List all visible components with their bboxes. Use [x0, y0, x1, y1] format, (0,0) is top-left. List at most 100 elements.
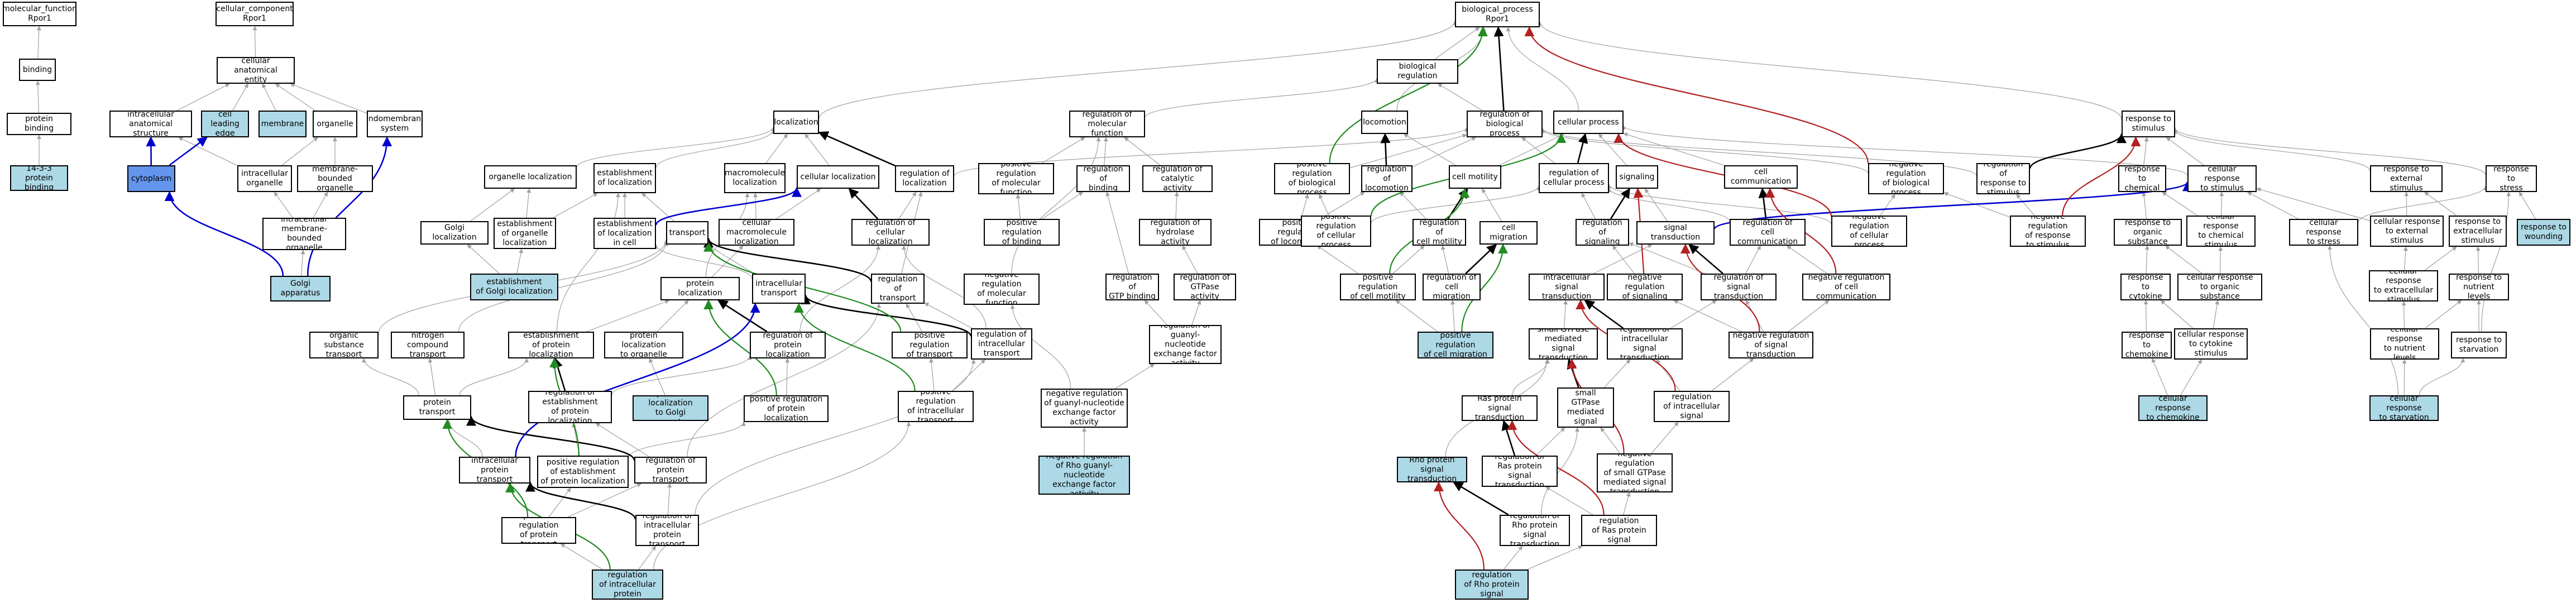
term-node-est-loc[interactable]: establishment of localization [593, 163, 656, 193]
term-node-resp-stim[interactable]: response to stimulus [2122, 111, 2175, 137]
term-node-intra-transport[interactable]: intracellular transport [752, 274, 806, 304]
term-node-prot-loc-org[interactable]: protein localization to organelle [604, 332, 683, 358]
term-node-cell-resp-stress[interactable]: cellular response to stress [2289, 219, 2358, 246]
term-node-neg-reg-intra-sig[interactable]: negative regulation of intracellular sig… [1654, 391, 1730, 422]
term-node-protein-binding[interactable]: protein binding [7, 113, 71, 135]
term-node-reg-intra-transport[interactable]: regulation of intracellular transport [971, 328, 1032, 360]
term-node-macro-loc[interactable]: macromolecule localization [724, 163, 786, 193]
term-node-locomotion[interactable]: locomotion [1361, 111, 1408, 134]
term-node-pos-reg-cell-proc[interactable]: positive regulation of cellular process [1301, 216, 1371, 247]
term-node-reg-sig-trans[interactable]: regulation of signal transduction [1701, 274, 1777, 300]
term-node-reg-hydro[interactable]: regulation of hydrolase activity [1139, 219, 1212, 246]
term-node-signaling[interactable]: signaling [1616, 165, 1658, 189]
term-node-pos-reg-mf[interactable]: positive regulation of molecular functio… [978, 163, 1054, 194]
term-node-reg-cell-migr[interactable]: regulation of cell migration [1423, 274, 1481, 300]
term-node-reg-small-gtpase[interactable]: regulation of small GTPase mediated sign… [1557, 387, 1614, 428]
term-node-neg-reg-mf[interactable]: negative regulation of molecular functio… [964, 274, 1040, 305]
term-node-resp-extra[interactable]: response to extracellular stimulus [2449, 216, 2507, 247]
term-node-cell-resp-starv[interactable]: cellular response to starvation [2369, 395, 2439, 421]
term-node-resp-wound[interactable]: response to wounding [2517, 219, 2570, 246]
term-node-cell-loc[interactable]: cellular localization [797, 165, 879, 189]
term-node-est-prot-loc[interactable]: establishment of protein localization [508, 332, 594, 358]
term-node-cell-motility[interactable]: cell motility [1449, 165, 1501, 189]
term-node-reg-locomotion[interactable]: regulation of locomotion [1361, 165, 1413, 192]
term-node-cell-resp-chem[interactable]: cellular response to chemical stimulus [2186, 216, 2256, 247]
term-node-imbo[interactable]: intracellular membrane-bounded organelle [262, 218, 346, 250]
term-node-cell-comm[interactable]: cell communication [1724, 165, 1798, 189]
term-node-neg-reg-sig-trans[interactable]: negative regulation of signal transducti… [1728, 332, 1813, 358]
term-node-intra-sig-trans[interactable]: intracellular signal transduction [1529, 274, 1605, 300]
term-node-est-golgi-loc[interactable]: establishment of Golgi localization [470, 274, 558, 300]
term-node-reg-cell-motility[interactable]: regulation of cell motility [1413, 219, 1466, 246]
term-node-cc-root[interactable]: cellular_component Rpor1 [216, 2, 294, 26]
term-node-reg-ras-sig[interactable]: regulation of Ras protein signal transdu… [1482, 456, 1558, 487]
term-node-est-org-loc[interactable]: establishment of organelle localization [494, 218, 556, 249]
term-node-membrane[interactable]: membrane [258, 111, 307, 137]
term-node-pos-reg-cell-migr[interactable]: positive regulation of cell migration [1418, 332, 1493, 358]
term-node-golgi-loc[interactable]: Golgi localization [420, 221, 489, 245]
term-node-intra-org[interactable]: intracellular organelle [237, 165, 292, 192]
term-node-reg-mf[interactable]: regulation of molecular function [1069, 111, 1145, 137]
term-node-prot-loc[interactable]: protein localization [660, 277, 740, 300]
term-node-reg-binding[interactable]: regulation of binding [1076, 165, 1130, 192]
term-node-neg-reg-ras-sig[interactable]: negative regulation of Ras protein signa… [1581, 515, 1657, 546]
term-node-cell-resp-extra[interactable]: cellular response to extracellular stimu… [2369, 270, 2438, 302]
term-node-reg-intra-prot-transport[interactable]: regulation of intracellular protein tran… [635, 515, 699, 546]
term-node-org-loc[interactable]: organelle localization [484, 165, 577, 189]
term-node-endomem[interactable]: endomembrane system [367, 111, 423, 137]
term-node-reg-signaling[interactable]: regulation of signaling [1576, 219, 1629, 246]
term-node-cell-resp-stim[interactable]: cellular response to stimulus [2187, 165, 2257, 192]
term-node-mf-root[interactable]: molecular_function Rpor1 [3, 2, 76, 26]
term-node-organelle[interactable]: organelle [313, 111, 357, 137]
term-node-cytoplasm[interactable]: cytoplasm [127, 165, 175, 192]
term-node-binding[interactable]: binding [19, 59, 56, 81]
term-node-reg-prot-loc[interactable]: regulation of protein localization [750, 332, 826, 358]
term-node-pos-reg-intra-prot-transport[interactable]: positive regulation of intracellular pro… [592, 570, 663, 600]
term-node-bp-root[interactable]: biological_process Rpor1 [1455, 2, 1540, 27]
term-node-reg-est-prot-loc[interactable]: regulation of establishment of protein l… [528, 391, 612, 423]
term-node-resp-org-sub[interactable]: response to organic substance [2114, 219, 2182, 246]
term-node-neg-reg-cell-proc[interactable]: negative regulation of cellular process [1831, 216, 1907, 247]
term-node-resp-stress[interactable]: response to stress [2486, 165, 2537, 192]
term-node-reg-transport[interactable]: regulation of transport [871, 274, 925, 304]
term-node-pos-reg-prot-loc[interactable]: positive regulation of protein localizat… [744, 395, 829, 422]
term-node-pos-reg-intra-transport[interactable]: positive regulation of intracellular tra… [898, 391, 974, 422]
term-node-cell-resp-org-sub[interactable]: cellular response to organic substance [2177, 274, 2262, 300]
term-node-neg-reg-gnef[interactable]: negative regulation of guanyl-nucleotide… [1041, 389, 1128, 428]
term-node-neg-reg-rho-gnef[interactable]: negative regulation of Rho guanyl-nucleo… [1038, 456, 1130, 495]
term-node-reg-rho-sig[interactable]: regulation of Rho protein signal transdu… [1500, 515, 1570, 546]
term-node-reg-gnef[interactable]: regulation of guanyl-nucleotide exchange… [1149, 325, 1222, 364]
term-node-reg-resp-stim[interactable]: regulation of response to stimulus [1976, 163, 2030, 194]
term-node-neg-reg-cell-comm[interactable]: negative regulation of cell communicatio… [1802, 274, 1890, 300]
term-node-cell-macro-loc[interactable]: cellular macromolecule localization [719, 219, 794, 246]
term-node-reg-prot-transport[interactable]: regulation of protein transport [634, 457, 707, 484]
term-node-est-loc-cell[interactable]: establishment of localization in cell [593, 218, 656, 249]
term-node-localization[interactable]: localization [773, 111, 819, 134]
term-node-bio-reg[interactable]: biological regulation [1377, 59, 1458, 84]
term-node-rho-sig[interactable]: Rho protein signal transduction [1397, 457, 1467, 482]
term-node-pos-reg-transport[interactable]: positive regulation of transport [892, 332, 968, 358]
term-node-neg-reg-bp[interactable]: negative regulation of biological proces… [1868, 163, 1944, 194]
term-node-resp-cytokine[interactable]: response to cytokine [2120, 274, 2171, 300]
term-node-sig-trans[interactable]: signal transduction [1636, 221, 1715, 245]
term-node-cell-resp-ext[interactable]: cellular response to external stimulus [2370, 216, 2444, 247]
term-node-neg-reg-rho-sig[interactable]: negative regulation of Rho protein signa… [1455, 570, 1529, 600]
term-node-nitro-transport[interactable]: nitrogen compound transport [391, 332, 465, 358]
term-node-resp-chem[interactable]: response to chemical [2118, 165, 2166, 192]
term-node-golgi[interactable]: Golgi apparatus [270, 276, 331, 302]
term-node-transport[interactable]: transport [666, 221, 708, 245]
term-node-resp-nutrient[interactable]: response to nutrient levels [2449, 274, 2509, 300]
term-node-b1433[interactable]: 14-3-3 protein binding [10, 165, 68, 191]
term-node-prot-loc-golgi[interactable]: protein localization to Golgi apparatus [633, 395, 708, 421]
term-node-reg-intra-sig[interactable]: regulation of intracellular signal trans… [1607, 328, 1683, 360]
term-node-intra-prot-transport[interactable]: intracellular protein transport [459, 457, 530, 484]
term-node-ras-sig[interactable]: Ras protein signal transduction [1462, 395, 1538, 421]
term-node-pos-reg-prot-transport[interactable]: positive regulation of protein transport [501, 517, 576, 544]
term-node-reg-cell-comm[interactable]: regulation of cell communication [1730, 219, 1806, 246]
term-node-resp-starv[interactable]: response to starvation [2451, 332, 2507, 358]
term-node-reg-gtpase[interactable]: regulation of GTPase activity [1174, 274, 1236, 300]
term-node-mbo[interactable]: membrane-bounded organelle [297, 165, 373, 192]
term-node-reg-cell-proc[interactable]: regulation of cellular process [1539, 163, 1609, 193]
term-node-pos-reg-est-prot-loc[interactable]: positive regulation of establishment of … [537, 456, 629, 488]
term-node-neg-reg-small-gtpase[interactable]: negative regulation of small GTPase medi… [1597, 453, 1673, 492]
